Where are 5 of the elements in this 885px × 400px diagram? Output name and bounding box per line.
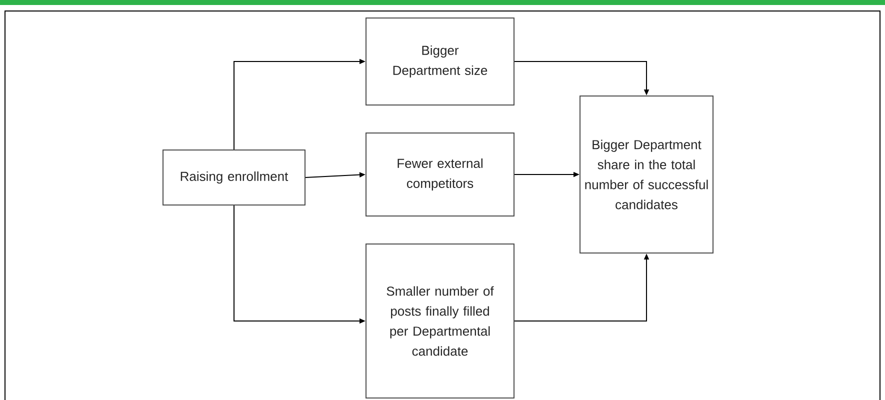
process-box: Fewer external competitors (366, 132, 514, 216)
process-box: Raising enrollment (162, 150, 306, 206)
process-box: Bigger Department share in the total number of successful candidates (580, 96, 714, 254)
process-box: Bigger Department size (366, 18, 514, 106)
process-box: Smaller number of posts finally filled per Departmental candidate (366, 244, 514, 398)
